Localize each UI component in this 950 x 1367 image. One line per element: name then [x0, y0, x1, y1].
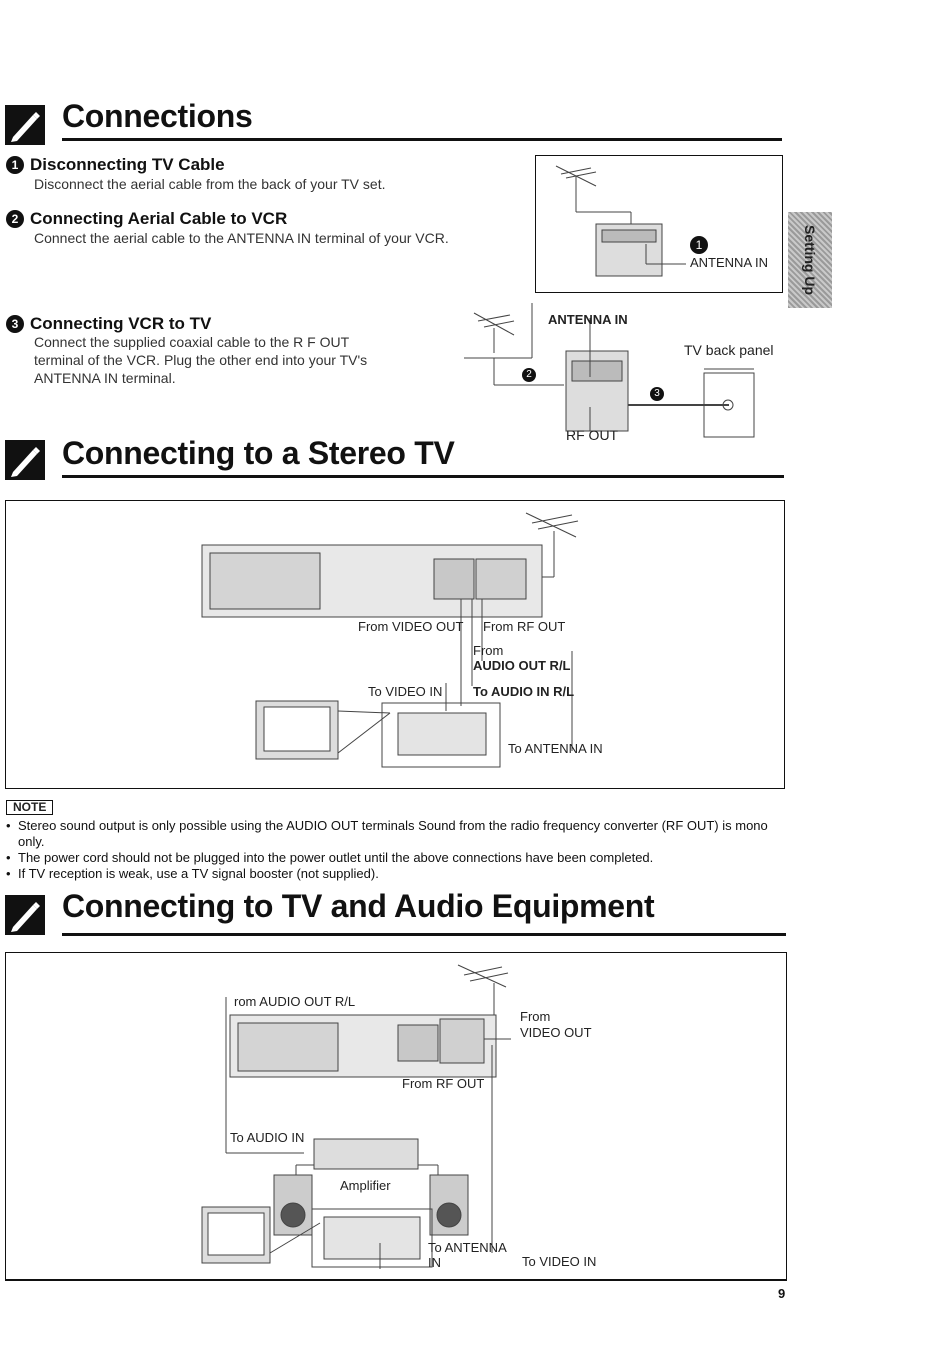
diagram-stereo-tv: From VIDEO OUT From RF OUT From AUDIO OU…	[5, 500, 785, 789]
pen-icon	[5, 895, 45, 935]
diagram1-step: 1	[690, 236, 708, 254]
video-out-label: VIDEO OUT	[520, 1025, 592, 1040]
section-title-stereo-tv: Connecting to a Stereo TV	[62, 435, 455, 471]
diagram2-step3: 3	[650, 387, 664, 401]
to-video-in-label: To VIDEO IN	[368, 684, 443, 699]
note-item: If TV reception is weak, use a TV signal…	[4, 866, 788, 882]
from-rf-out-label: From RF OUT	[483, 619, 566, 634]
pen-icon	[5, 105, 45, 145]
note-item: The power cord should not be plugged int…	[4, 850, 788, 866]
note-label: NOTE	[6, 800, 54, 815]
step-1-title: 1 Disconnecting TV Cable	[6, 155, 225, 175]
section-rule	[62, 475, 784, 478]
note-item: Stereo sound output is only possible usi…	[4, 818, 788, 850]
amplifier-label: Amplifier	[340, 1178, 391, 1193]
audio-equipment-illustration	[201, 964, 511, 1269]
from-label: From	[520, 1009, 551, 1024]
from-label: From	[473, 643, 504, 658]
step-2-title-text: Connecting Aerial Cable to VCR	[30, 209, 288, 228]
side-tab-label: Setting Up	[802, 225, 818, 295]
step-3-number: 3	[6, 315, 24, 333]
step-1-text: Disconnect the aerial cable from the bac…	[34, 176, 386, 192]
from-video-out-label: From VIDEO OUT	[358, 619, 464, 634]
section-rule	[62, 933, 786, 936]
page-number: 9	[778, 1286, 786, 1301]
section-title-connections: Connections	[62, 98, 253, 134]
to-video-in-label: To VIDEO IN	[522, 1254, 597, 1269]
step-3-title: 3 Connecting VCR to TV	[6, 314, 211, 334]
step-2-number: 2	[6, 210, 24, 228]
in-label: IN	[428, 1255, 441, 1270]
to-audio-in-label: To AUDIO IN R/L	[473, 684, 575, 699]
side-tab[interactable]: Setting Up	[788, 212, 832, 308]
to-audio-in-label: To AUDIO IN	[230, 1130, 305, 1145]
diagram2-tv-back-panel-label: TV back panel	[684, 342, 774, 358]
step-2-text: Connect the aerial cable to the ANTENNA …	[34, 230, 449, 246]
audio-out-label: AUDIO OUT R/L	[473, 658, 571, 673]
step-2-title: 2 Connecting Aerial Cable to VCR	[6, 209, 287, 229]
step-3-title-text: Connecting VCR to TV	[30, 314, 212, 333]
stereo-tv-illustration	[201, 512, 579, 768]
from-rf-out-label: From RF OUT	[402, 1076, 485, 1091]
diagram2-rf-out-label: RF OUT	[566, 427, 619, 443]
step-1-title-text: Disconnecting TV Cable	[30, 155, 225, 174]
step-3-text: Connect the supplied coaxial cable to th…	[34, 334, 368, 386]
vcr-to-tv-illustration	[464, 303, 755, 438]
diagram1-antenna-in-label: ANTENNA IN	[690, 255, 769, 270]
diagram2-antenna-in-label: ANTENNA IN	[548, 312, 628, 327]
to-antenna-in-label: To ANTENNA IN	[508, 741, 603, 756]
section-rule	[62, 138, 782, 141]
diagram-audio-equipment: rom AUDIO OUT R/L From VIDEO OUT From RF…	[5, 952, 787, 1281]
diagram2-step2: 2	[522, 368, 536, 382]
antenna-vcr-illustration	[555, 165, 686, 277]
pen-icon	[5, 440, 45, 480]
diagram-disconnect: 1 ANTENNA IN	[535, 155, 783, 293]
from-audio-out-label: rom AUDIO OUT R/L	[234, 994, 356, 1009]
to-antenna-label: To ANTENNA	[428, 1240, 507, 1255]
note-list: Stereo sound output is only possible usi…	[4, 818, 788, 882]
step-1-number: 1	[6, 156, 24, 174]
section-title-audio-equipment: Connecting to TV and Audio Equipment	[62, 888, 655, 924]
